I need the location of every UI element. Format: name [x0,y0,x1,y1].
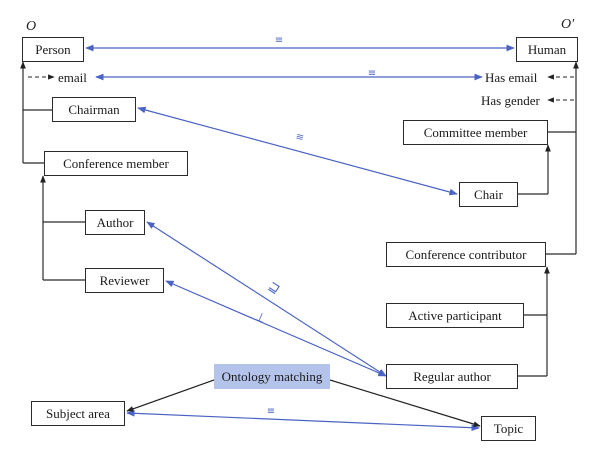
relation-chairman-chair: ≡ [294,131,305,144]
node-ontology-matching: Ontology matching [214,364,330,389]
left-ontology-label: O [26,19,37,34]
property-has-email: Has email [485,70,538,85]
node-chair: Chair [459,182,518,207]
node-person: Person [22,37,84,62]
right-ontology-label: O′ [561,17,575,32]
node-regular-author: Regular author [386,364,518,389]
node-subject-area: Subject area [31,401,125,426]
matching-process-arrows [126,379,481,427]
right-hierarchy-lines [518,61,579,377]
node-chairman: Chairman [52,97,136,122]
relation-reviewer-regular-author: ⊥ [253,309,268,326]
property-has-gender: Has gender [481,93,540,108]
node-author: Author [85,210,145,235]
node-active-participant: Active participant [386,303,524,328]
relation-person-human: ≡ [275,35,283,46]
property-connectors [28,74,574,103]
node-conference-member: Conference member [44,151,188,176]
node-topic: Topic [481,416,536,441]
matching-lines [85,44,515,432]
relation-author-regular-author: ⊒ [265,279,282,298]
left-hierarchy-lines [20,61,85,281]
relation-email-has-email: ≡ [368,68,376,79]
node-conference-contributor: Conference contributor [386,242,546,267]
relation-subject-area-topic: ≡ [267,406,275,417]
property-email: email [58,70,87,85]
node-committee-member: Committee member [403,120,548,145]
node-human: Human [516,37,578,62]
node-reviewer: Reviewer [85,268,164,293]
